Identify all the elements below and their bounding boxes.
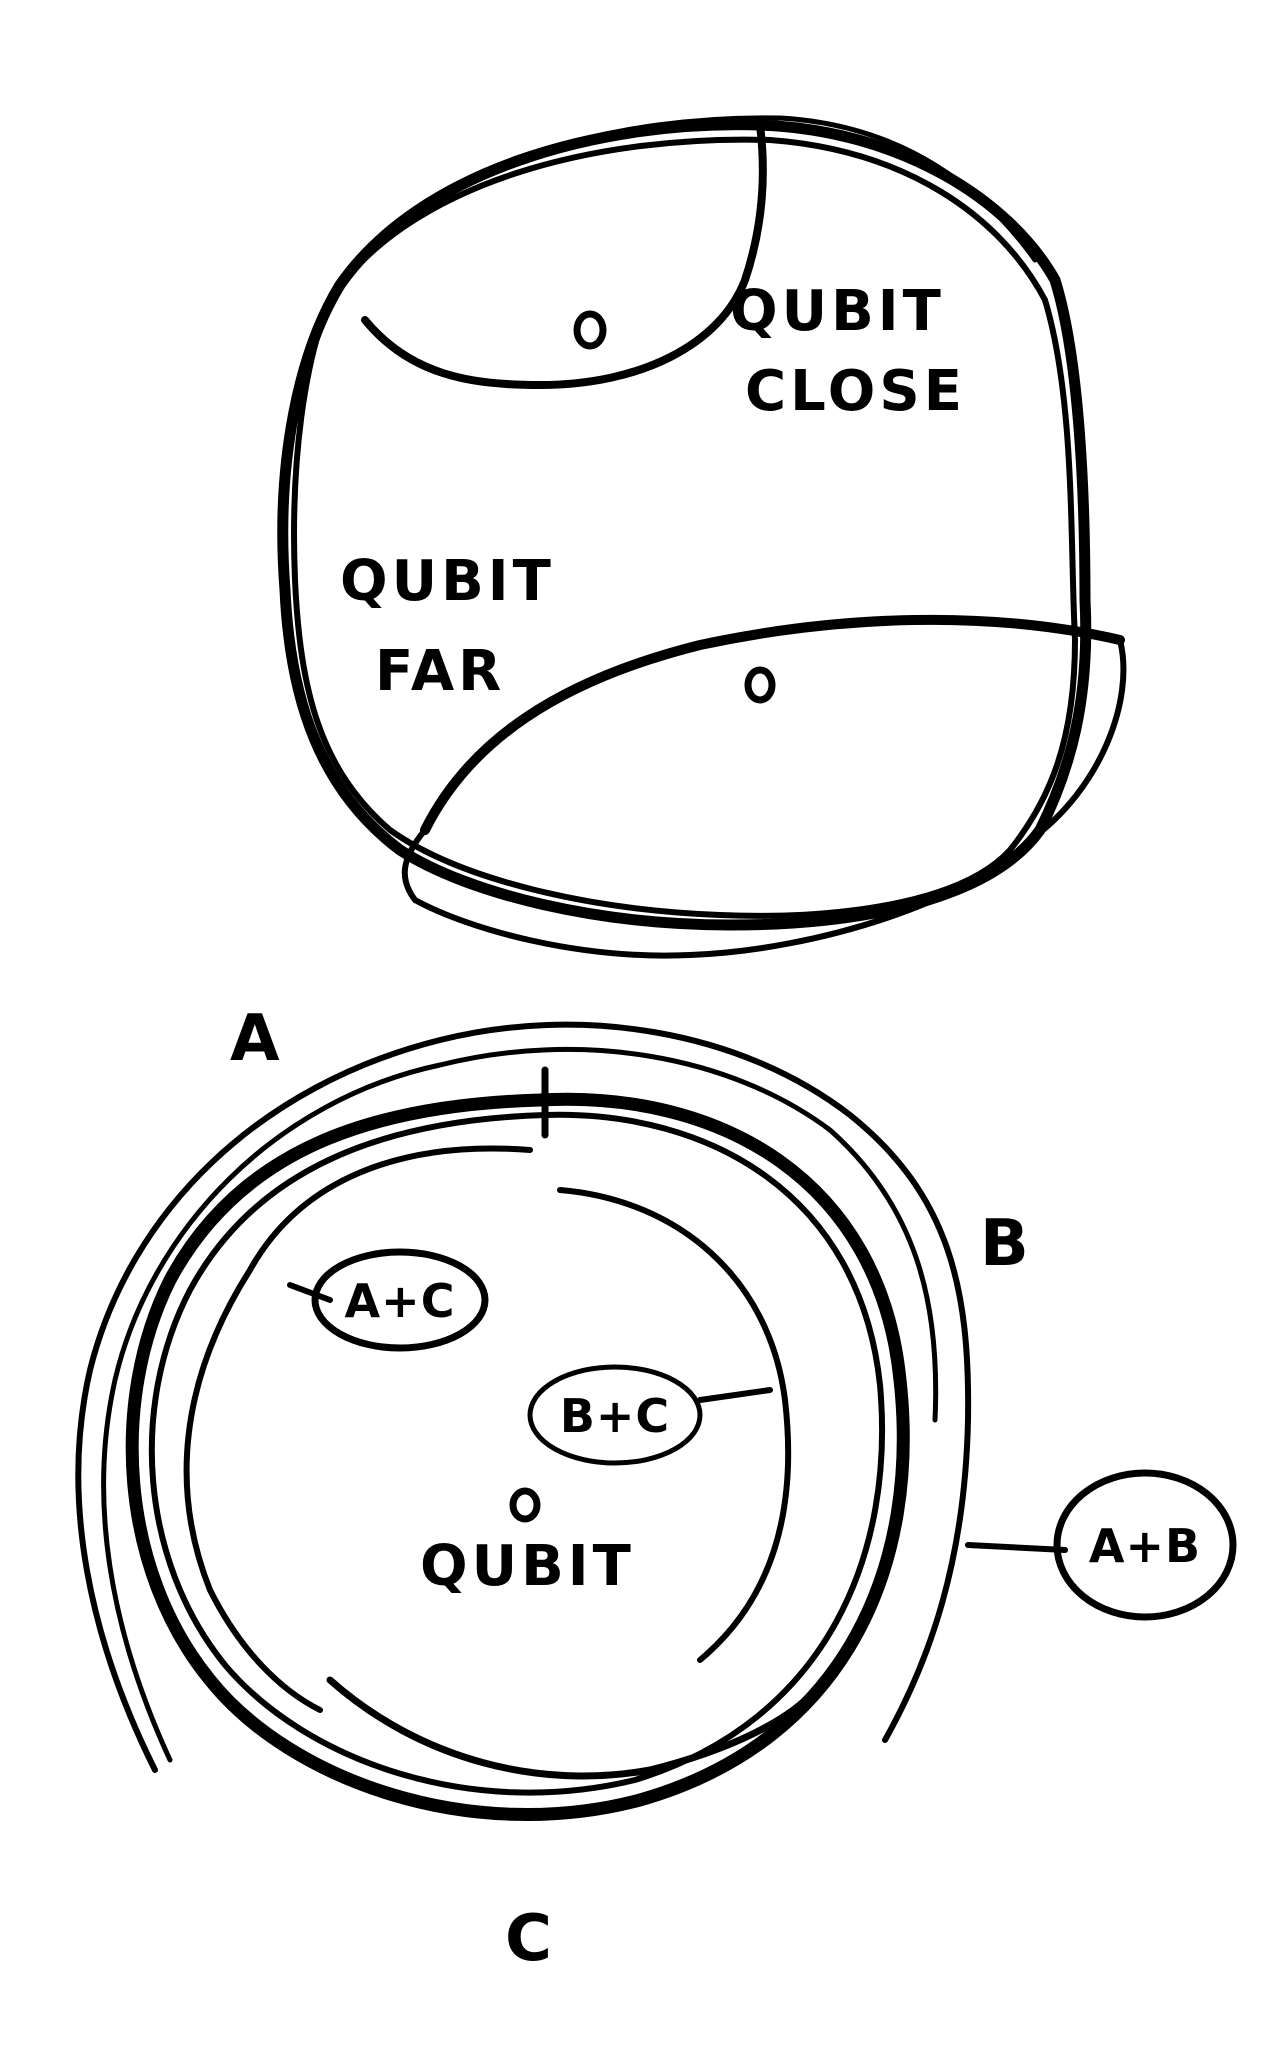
bubble-a-c-label: A+C bbox=[345, 1274, 456, 1328]
inner-arc-c-left bbox=[183, 1145, 533, 1713]
label-qubit-close-line2: CLOSE bbox=[745, 359, 966, 424]
label-b: B bbox=[980, 1207, 1033, 1281]
sphere-outline-sketch-3 bbox=[347, 115, 1038, 273]
close-qubit-dot bbox=[573, 310, 607, 350]
outer-arc-a bbox=[75, 1021, 972, 1773]
sphere-outline bbox=[277, 119, 1092, 931]
middle-circle-b-sketch bbox=[148, 1111, 886, 1796]
bubble-a-b-label: A+B bbox=[1089, 1519, 1201, 1573]
label-qubit: QUBIT bbox=[420, 1534, 635, 1599]
connector-a-c bbox=[287, 1282, 333, 1303]
far-region-arc-outer bbox=[401, 637, 1127, 959]
far-qubit-dot bbox=[744, 666, 776, 704]
bubble-b-c-label: B+C bbox=[560, 1389, 670, 1443]
far-region-arc bbox=[420, 614, 1125, 835]
bubble-a-c bbox=[311, 1248, 489, 1352]
outer-arc-a-sketch bbox=[101, 1046, 939, 1763]
label-c: C bbox=[505, 1902, 556, 1976]
label-qubit-far-line2: FAR bbox=[375, 639, 505, 704]
bottom-diagram: QUBIT A+C B+C A+B A B C bbox=[75, 1002, 1237, 1976]
label-qubit-close-line1: QUBIT bbox=[730, 279, 945, 344]
sphere-outline-sketch-2 bbox=[291, 136, 1078, 919]
close-region-arc bbox=[361, 121, 767, 389]
middle-circle-b bbox=[125, 1092, 910, 1822]
bubble-b-c bbox=[527, 1364, 703, 1466]
bubble-a-b bbox=[1053, 1469, 1237, 1621]
inner-arc-c-right bbox=[557, 1187, 792, 1663]
connector-a-b bbox=[965, 1542, 1068, 1553]
inner-arc-c-bottom bbox=[326, 1676, 819, 1780]
center-qubit-dot bbox=[509, 1487, 541, 1523]
label-qubit-far-line1: QUBIT bbox=[340, 549, 555, 614]
label-a: A bbox=[230, 1002, 284, 1076]
connector-b-c bbox=[697, 1387, 773, 1403]
top-diagram: QUBIT CLOSE QUBIT FAR bbox=[277, 115, 1127, 959]
